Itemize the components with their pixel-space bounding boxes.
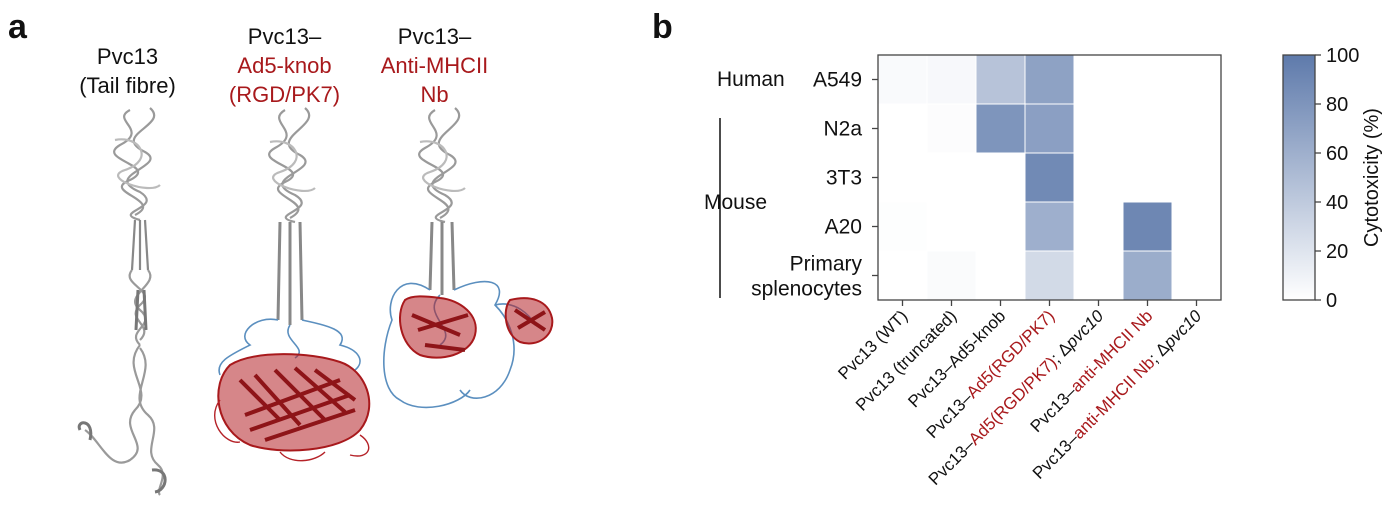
heatmap-cell bbox=[975, 152, 1026, 203]
structure-2-line2: Ad5-knob bbox=[237, 53, 332, 78]
heatmap-cell bbox=[926, 201, 977, 252]
structure-title-3: Pvc13– Anti-MHCII Nb bbox=[362, 22, 507, 109]
heatmap-cell bbox=[1171, 152, 1222, 203]
structure-2-line1: Pvc13– bbox=[247, 24, 322, 49]
panel-label-b: b bbox=[652, 8, 673, 46]
heatmap-cell bbox=[877, 152, 928, 203]
heatmap-cells bbox=[877, 54, 1222, 301]
colorbar-tick-label: 60 bbox=[1326, 143, 1348, 165]
heatmap-cell bbox=[1171, 250, 1222, 301]
heatmap-cell bbox=[975, 54, 1026, 105]
heatmap-cell bbox=[1024, 103, 1075, 154]
heatmap-cell bbox=[926, 54, 977, 105]
panel-label-a: a bbox=[8, 8, 27, 46]
colorbar-tick-label: 80 bbox=[1326, 94, 1348, 116]
structure-3-line1: Pvc13– bbox=[397, 24, 472, 49]
heatmap-cell bbox=[975, 250, 1026, 301]
row-label: A20 bbox=[825, 216, 862, 239]
heatmap-cell bbox=[877, 54, 928, 105]
heatmap-cell bbox=[1073, 152, 1124, 203]
heatmap-cell bbox=[975, 103, 1026, 154]
heatmap-cell bbox=[926, 103, 977, 154]
heatmap-cell bbox=[1024, 250, 1075, 301]
anti-mhcii-nb-fusion-structure bbox=[383, 107, 554, 409]
colorbar-gradient bbox=[1282, 54, 1316, 301]
heatmap-cell bbox=[975, 201, 1026, 252]
colorbar-tick-label: 0 bbox=[1326, 290, 1337, 312]
heatmap-cell bbox=[1073, 54, 1124, 105]
heatmap-cell bbox=[1024, 54, 1075, 105]
heatmap-cell bbox=[1024, 201, 1075, 252]
heatmap-cell bbox=[1122, 250, 1173, 301]
heatmap-cell bbox=[1171, 54, 1222, 105]
structure-1-line2: (Tail fibre) bbox=[79, 73, 176, 98]
row-label: N2a bbox=[823, 118, 862, 141]
structure-3-line2: Anti-MHCII bbox=[380, 53, 489, 78]
column-labels: Pvc13 (WT)Pvc13 (truncated)Pvc13–Ad5-kno… bbox=[834, 300, 1206, 489]
pvc13-tail-fibre-structure bbox=[77, 107, 167, 496]
colorbar-tick-label: 40 bbox=[1326, 192, 1348, 214]
colorbar-tick-label: 100 bbox=[1326, 45, 1359, 67]
heatmap-cell bbox=[1024, 152, 1075, 203]
group-label-mouse: Mouse bbox=[704, 191, 767, 214]
heatmap-cell bbox=[877, 103, 928, 154]
protein-structures bbox=[77, 107, 554, 496]
column-label: Pvc13–Ad5(RGD/PK7); Δpvc10 bbox=[925, 306, 1108, 489]
ad5-knob-fusion-structure bbox=[214, 107, 371, 462]
row-label: A549 bbox=[813, 69, 862, 92]
structure-2-line3: (RGD/PK7) bbox=[228, 82, 341, 107]
heatmap-cell bbox=[1122, 54, 1173, 105]
heatmap-cell bbox=[1073, 103, 1124, 154]
structure-3-line3: Nb bbox=[420, 82, 449, 107]
heatmap-cell bbox=[1122, 152, 1173, 203]
heatmap-cell bbox=[877, 201, 928, 252]
heatmap-cell bbox=[926, 152, 977, 203]
heatmap-cell bbox=[877, 250, 928, 301]
heatmap-cell bbox=[1171, 103, 1222, 154]
structure-title-2: Pvc13– Ad5-knob (RGD/PK7) bbox=[212, 22, 357, 109]
colorbar-label: Cytotoxicity (%) bbox=[1361, 108, 1383, 247]
group-label-human: Human bbox=[717, 68, 785, 91]
heatmap-cell bbox=[1073, 250, 1124, 301]
colorbar-tick-label: 20 bbox=[1326, 241, 1348, 263]
heatmap-cell bbox=[1073, 201, 1124, 252]
heatmap-cell bbox=[1171, 201, 1222, 252]
structure-1-line1: Pvc13 bbox=[96, 44, 159, 69]
heatmap-cell bbox=[926, 250, 977, 301]
heatmap-cell bbox=[1122, 201, 1173, 252]
structure-title-1: Pvc13 (Tail fibre) bbox=[55, 42, 200, 100]
row-label: 3T3 bbox=[826, 167, 862, 190]
heatmap-cell bbox=[1122, 103, 1173, 154]
